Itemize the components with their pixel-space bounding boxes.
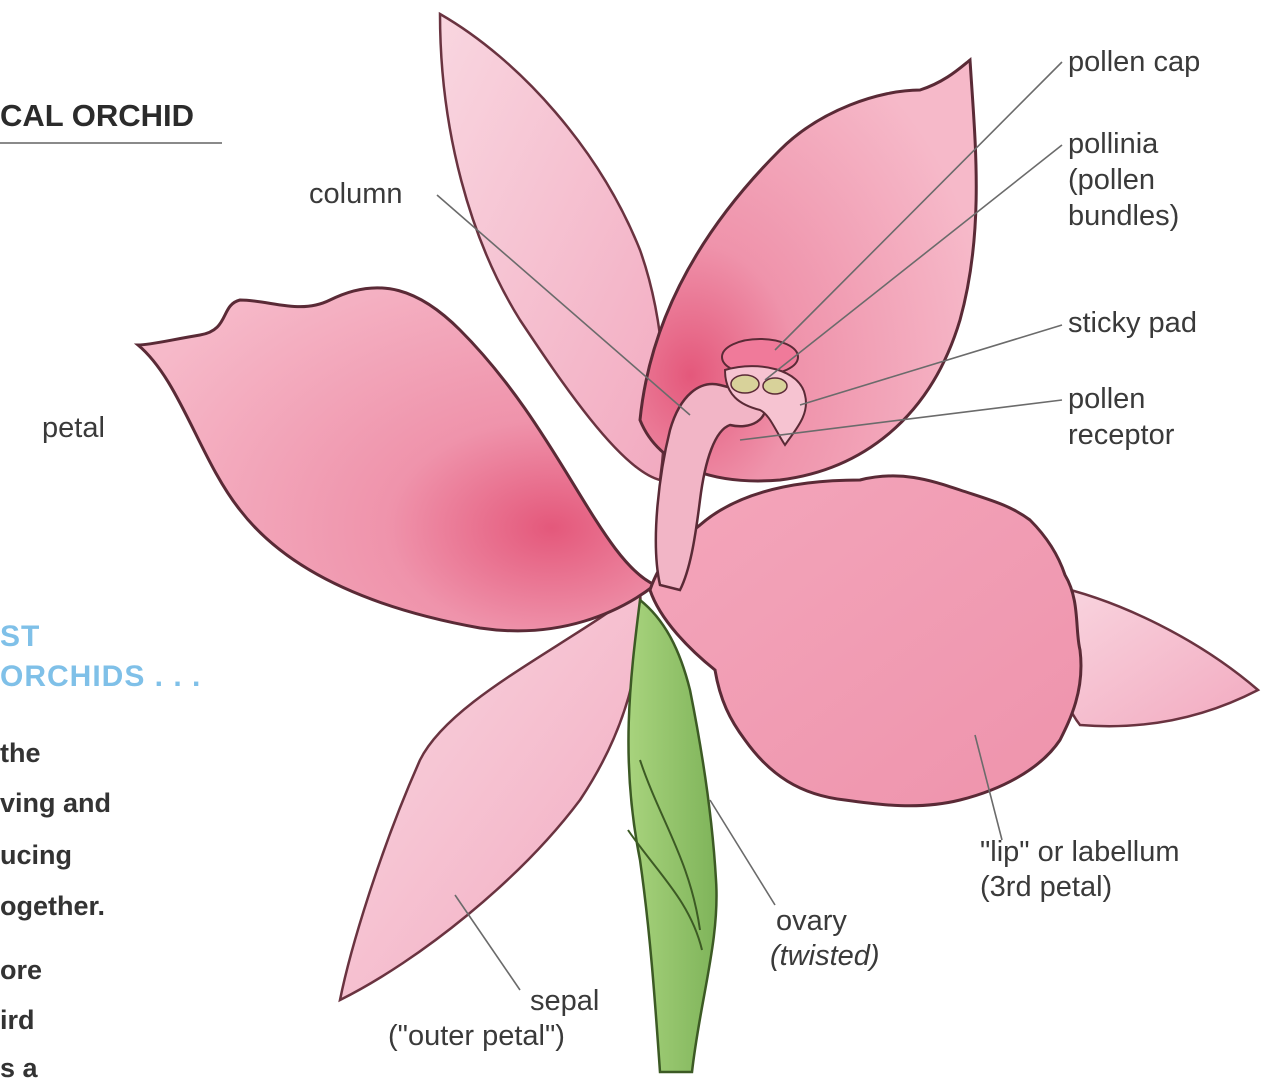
pollinia bbox=[763, 378, 787, 394]
lip-labellum bbox=[650, 476, 1081, 806]
pollinia-label-line-1: pollinia bbox=[1068, 128, 1158, 161]
pollinia-label-line-2: (pollen bbox=[1068, 164, 1155, 197]
sepal-label: sepal bbox=[530, 985, 599, 1018]
ovary-label: ovary bbox=[776, 905, 847, 938]
pollinia bbox=[731, 375, 759, 393]
ovary-note-label: (twisted) bbox=[770, 940, 880, 973]
pollinia-label-line-3: bundles) bbox=[1068, 200, 1179, 233]
pollen-cap-label: pollen cap bbox=[1068, 46, 1200, 79]
column-label: column bbox=[309, 178, 403, 211]
lip-label-line-2: (3rd petal) bbox=[980, 871, 1112, 904]
sticky-pad-label: sticky pad bbox=[1068, 307, 1197, 340]
bottom-sepal bbox=[340, 590, 641, 1000]
sepal-note-label: ("outer petal") bbox=[388, 1020, 565, 1053]
lip-label-line-1: "lip" or labellum bbox=[980, 836, 1180, 869]
pollen-receptor-label-line-1: pollen bbox=[1068, 383, 1145, 416]
pollen-receptor-label-line-2: receptor bbox=[1068, 419, 1174, 452]
